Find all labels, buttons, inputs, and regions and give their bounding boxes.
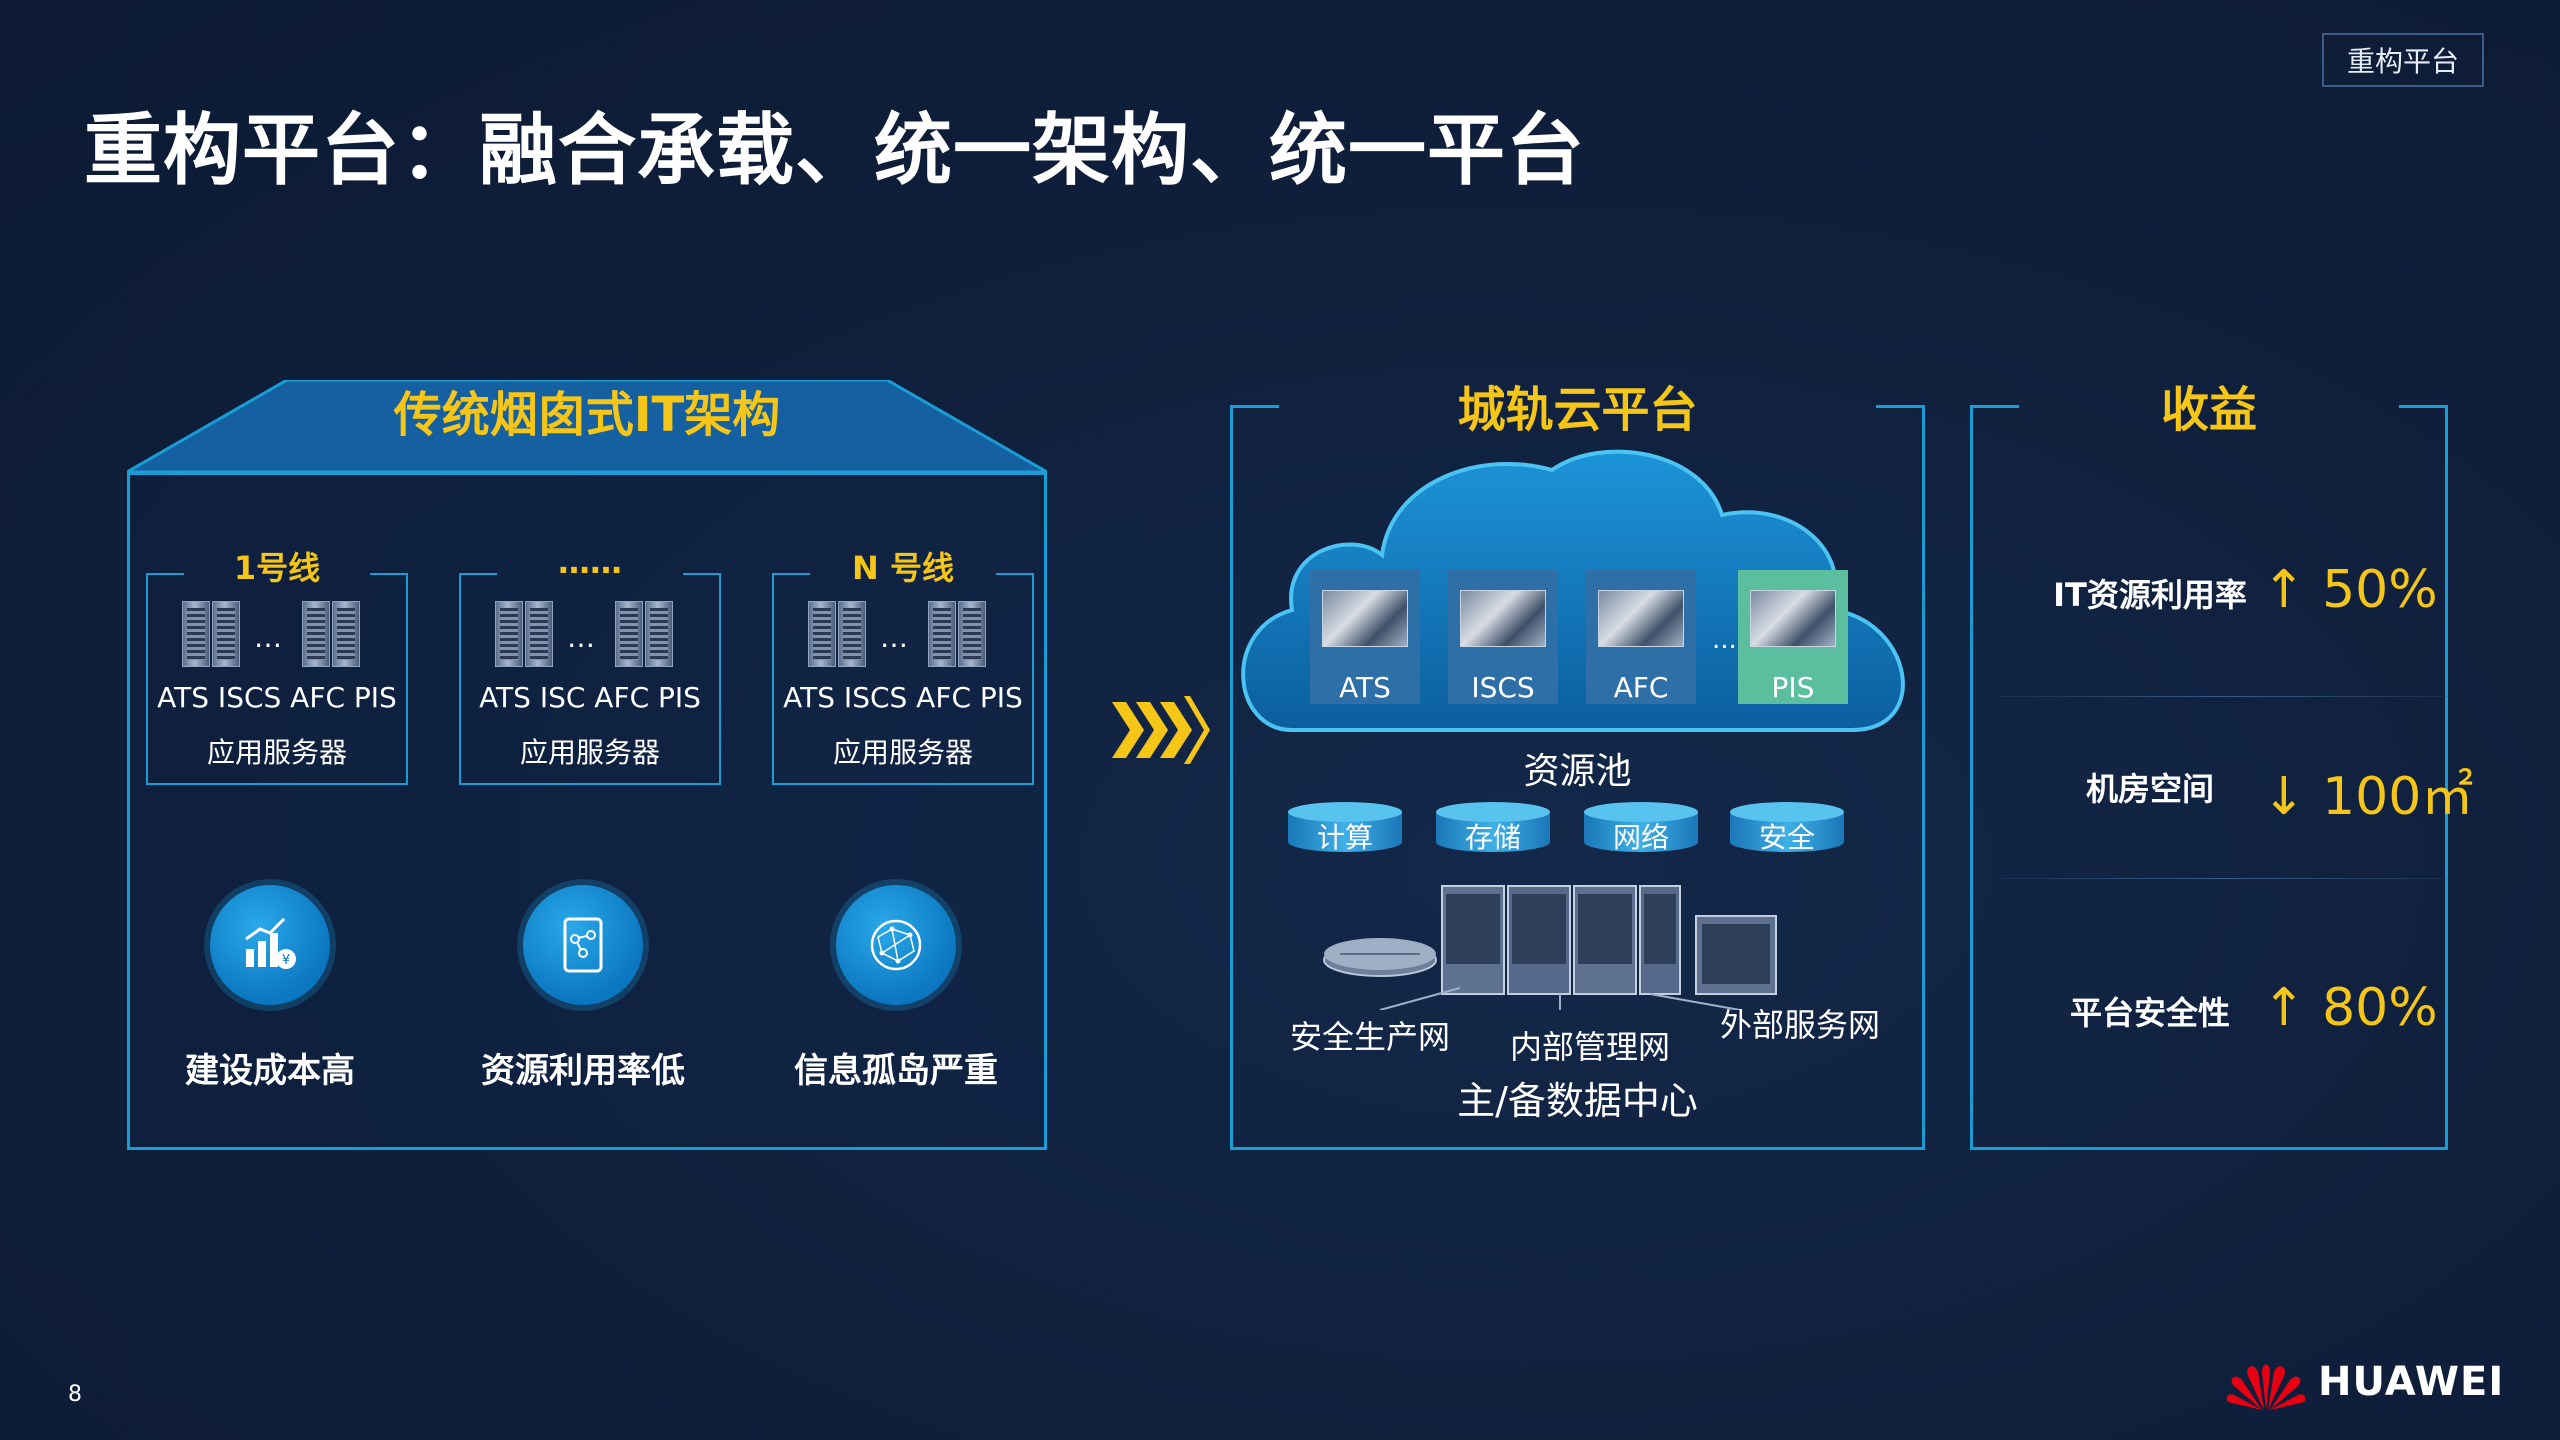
resource-pool-label: 资源池 [1523, 751, 1632, 792]
line-title: …… [558, 543, 622, 581]
systems-ellipsis: ... [1712, 625, 1737, 655]
huawei-flower-icon [2226, 1364, 2306, 1410]
server-rack-icon: … [178, 601, 378, 671]
system-screenshot-image [1460, 590, 1546, 647]
huawei-logo: HUAWEI [2226, 1352, 2504, 1412]
system-name: ATS [1339, 671, 1391, 704]
legacy-architecture-title: 传统烟囱式IT架构 [393, 387, 781, 443]
cost-chart-icon: ¥ [210, 885, 330, 1005]
server-rack-icon: … [804, 601, 1004, 671]
system-screenshot-image [1598, 590, 1684, 647]
problem-info-silos: 信息孤岛严重 [776, 885, 1016, 1092]
system-name: ISCS [1471, 671, 1535, 704]
resource-label: 计算 [1316, 821, 1373, 854]
page-number: 8 [68, 1382, 82, 1407]
system-screenshot-image [1750, 590, 1836, 647]
resource-label: 网络 [1612, 821, 1669, 854]
legacy-architecture-panel: 1号线 … ATS ISCS AFC PIS 应用服务器 …… … ATS IS… [127, 472, 1047, 1150]
section-tag: 重构平台 [2322, 33, 2484, 87]
system-tile-pis: PIS [1738, 570, 1848, 704]
metric-label: 平台安全性 [2069, 994, 2230, 1032]
line-title: 1号线 [233, 549, 321, 587]
problem-high-cost: ¥ 建设成本高 [150, 885, 390, 1092]
resource-security: 安全 [1730, 802, 1844, 858]
system-name: PIS [1771, 671, 1815, 704]
network-globe-icon [836, 885, 956, 1005]
internal-management-network-label: 内部管理网 [1510, 1028, 1671, 1066]
metric-value: ↓ 100㎡ [2262, 767, 2474, 827]
system-tile-iscs: ISCS [1448, 570, 1558, 704]
line-title: N 号线 [852, 549, 954, 587]
safety-production-network-label: 安全生产网 [1290, 1018, 1451, 1056]
brand-name: HUAWEI [2318, 1359, 2505, 1405]
cloud-platform-panel [1230, 405, 1925, 1150]
metric-label: 机房空间 [2085, 770, 2214, 808]
system-name: AFC [1613, 671, 1669, 704]
system-labels: ATS ISCS AFC PIS [783, 681, 1023, 714]
resource-label: 安全 [1758, 821, 1815, 854]
resource-storage: 存储 [1436, 802, 1550, 858]
server-label: 应用服务器 [832, 736, 973, 769]
line-box-1: 1号线 … ATS ISCS AFC PIS 应用服务器 [146, 549, 408, 785]
divider [2000, 878, 2450, 879]
metric-room-space: 机房空间 ↓ 100㎡ [2000, 734, 2473, 834]
resource-compute: 计算 [1288, 802, 1402, 858]
left-panel-roof [127, 380, 1047, 472]
chevron-right-icon [1112, 696, 1210, 764]
server-label: 应用服务器 [519, 736, 660, 769]
resource-network: 网络 [1584, 802, 1698, 858]
resource-label: 存储 [1464, 821, 1521, 854]
metric-value: ↑ 80% [2262, 978, 2438, 1038]
tablet-flow-icon [523, 885, 643, 1005]
line-box-ellipsis: …… … ATS ISC AFC PIS 应用服务器 [459, 543, 721, 785]
system-tile-ats: ATS [1310, 570, 1420, 704]
system-labels: ATS ISC AFC PIS [479, 681, 701, 714]
cloud-platform-title: 城轨云平台 [1457, 382, 1698, 438]
metric-value: ↑ 50% [2262, 560, 2438, 620]
datacenter-servers-image [1323, 885, 1777, 1010]
page-title: 重构平台：融合承载、统一架构、统一平台 [84, 106, 1586, 196]
metric-label: IT资源利用率 [2053, 576, 2247, 614]
problem-low-utilization: 资源利用率低 [463, 885, 703, 1092]
benefits-title: 收益 [2160, 382, 2257, 438]
external-service-network-label: 外部服务网 [1720, 1006, 1881, 1044]
datacenter-title: 主/备数据中心 [1457, 1079, 1698, 1123]
problem-label: 资源利用率低 [481, 1051, 685, 1091]
metric-it-utilization: IT资源利用率 ↑ 50% [2000, 540, 2450, 640]
server-rack-icon: … [491, 601, 691, 671]
problem-label: 信息孤岛严重 [794, 1051, 998, 1091]
system-screenshot-image [1322, 590, 1408, 647]
problem-label: 建设成本高 [185, 1051, 355, 1091]
metric-platform-security: 平台安全性 ↑ 80% [2000, 958, 2450, 1058]
system-labels: ATS ISCS AFC PIS [157, 681, 397, 714]
divider [2000, 696, 2450, 697]
line-box-n: N 号线 … ATS ISCS AFC PIS 应用服务器 [772, 549, 1034, 785]
svg-text:¥: ¥ [282, 953, 290, 968]
server-label: 应用服务器 [206, 736, 347, 769]
benefits-panel [1970, 405, 2448, 1150]
system-tile-afc: AFC [1586, 570, 1696, 704]
